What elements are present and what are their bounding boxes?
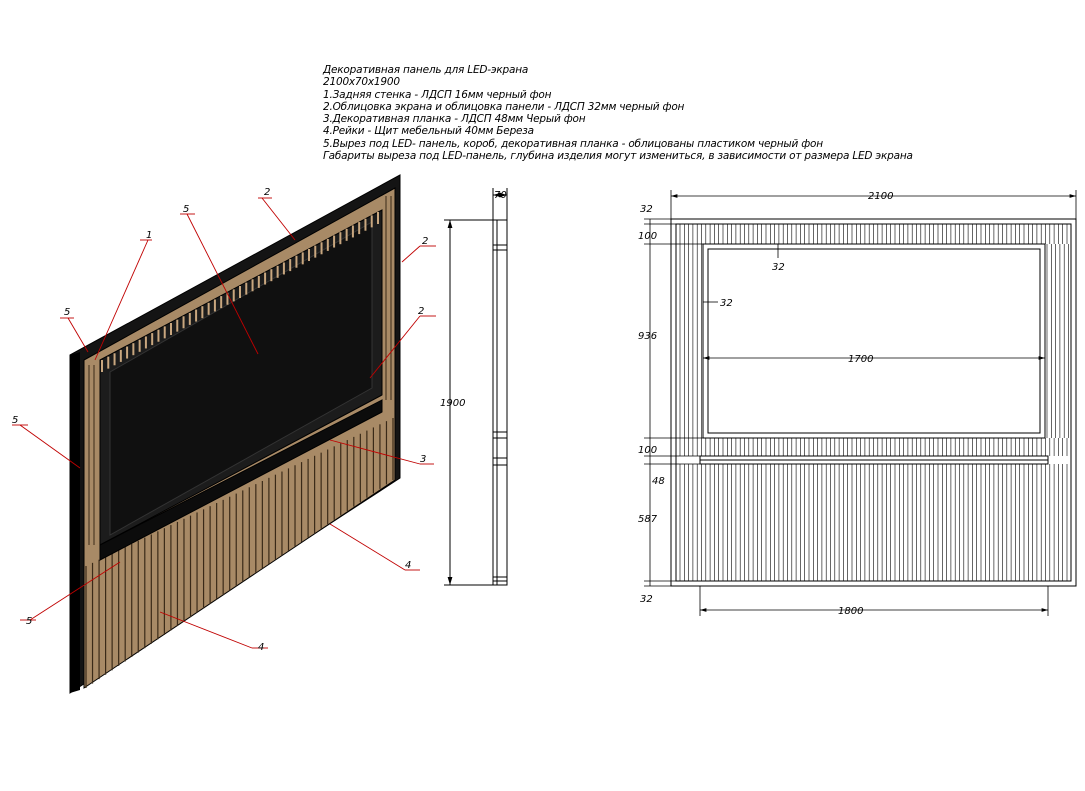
- callout-2-top: 2: [264, 187, 270, 198]
- dim-bottom-width: 1800: [838, 606, 863, 617]
- front-dimension-texts: 2100 32 100 32 32 936 1700 100 48 587 32…: [638, 191, 893, 617]
- back-wall-side: [70, 352, 80, 693]
- note-title: Декоративная панель для LED-экрана: [323, 64, 529, 76]
- dim-bottom-panel: 587: [638, 514, 658, 525]
- note-item-3: 3.Декоративная планка - ЛДСП 48мм Черый …: [323, 113, 586, 126]
- note-dimensions: 2100х70х1900: [323, 76, 400, 89]
- note-cutout: Габариты выреза под LED-панель, глубина …: [323, 150, 913, 163]
- side-outline: [492, 219, 508, 586]
- dim-height: 1900: [440, 398, 465, 409]
- leader-lines: [12, 197, 436, 649]
- note-item-1: 1.Задняя стенка - ЛДСП 16мм черный фон: [323, 88, 552, 101]
- dim-bottom-frame: 32: [640, 594, 653, 605]
- note-item-4: 4.Рейки - Щит мебельный 40мм Береза: [323, 125, 534, 138]
- dim-plank: 48: [652, 476, 665, 487]
- front-slats: [679, 224, 1069, 581]
- callout-4-bottom: 4: [258, 642, 264, 653]
- front-outline: [670, 218, 1077, 587]
- dim-screen-width: 1700: [848, 354, 873, 365]
- callout-5-screen: 5: [183, 204, 189, 215]
- note-item-5: 5.Вырез под LED- панель, короб, декорати…: [323, 137, 823, 150]
- specification-notes: Декоративная панель для LED-экрана 2100х…: [323, 64, 913, 162]
- callout-4-right: 4: [405, 560, 411, 571]
- dim-upper-strip: 100: [638, 231, 657, 242]
- side-view: [444, 188, 508, 586]
- dim-total-width: 2100: [868, 191, 893, 202]
- callout-2-right: 2: [422, 236, 428, 247]
- isometric-view: [69, 174, 401, 694]
- dim-inner-frame-left: 32: [720, 298, 733, 309]
- dim-top-frame: 32: [640, 204, 653, 215]
- callout-5-top: 5: [64, 307, 70, 318]
- dim-inner-frame-top: 32: [772, 262, 785, 273]
- callout-2-box: 2: [418, 306, 424, 317]
- front-view: [670, 218, 1077, 587]
- decorative-plank: [99, 399, 383, 561]
- dim-screen-height: 936: [638, 331, 657, 342]
- dim-depth: 70: [494, 190, 507, 201]
- callout-1: 1: [146, 230, 152, 241]
- dim-lower-strip: 100: [638, 445, 657, 456]
- callout-5-bottom: 5: [26, 616, 32, 627]
- note-item-2: 2.Облицовка экрана и облицовка панели - …: [323, 100, 685, 113]
- iso-slats: [85, 196, 394, 688]
- callout-numbers: 1 5 2 2 2 5 5 3 4 5 4: [12, 187, 428, 653]
- front-dimensions: [644, 190, 1077, 616]
- callout-5-left: 5: [12, 415, 18, 426]
- iso-top-slats: [101, 212, 379, 372]
- callout-3: 3: [420, 454, 426, 465]
